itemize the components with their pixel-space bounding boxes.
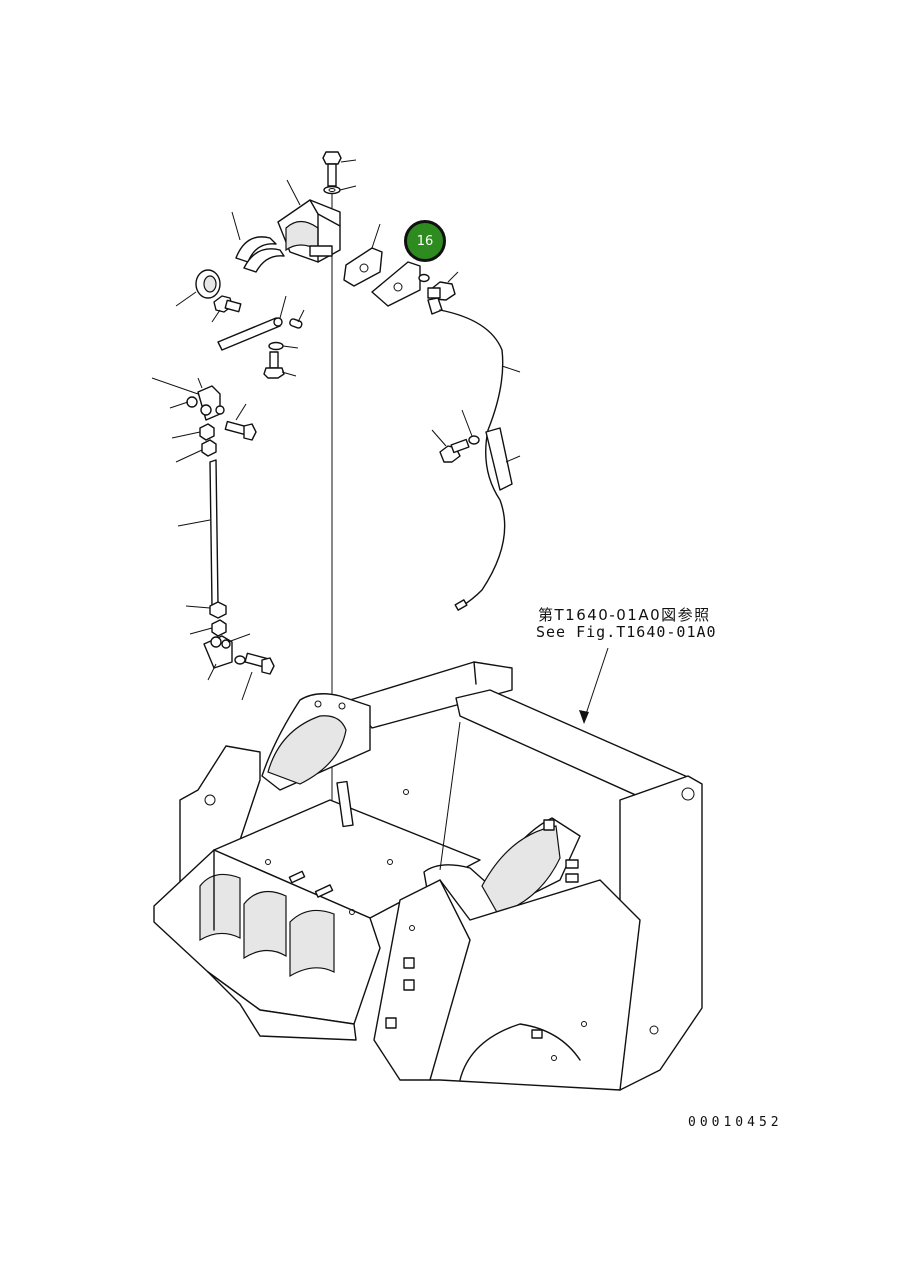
sensor-clip[interactable] (427, 297, 443, 315)
main-frame (153, 661, 703, 1091)
mounting-bolt-bottom[interactable] (234, 652, 275, 701)
sensor-mounting-plate[interactable] (371, 261, 430, 307)
mounting-bolt-middle[interactable] (263, 351, 297, 379)
reference-label-jp: 第T1640-01A0図参照 (538, 606, 711, 624)
mounting-bolt-upper[interactable] (211, 295, 242, 323)
bracket-nut-group-upper[interactable] (151, 377, 225, 421)
cable-route-line (439, 721, 461, 871)
cable-clamp-bolt[interactable] (431, 409, 480, 463)
lever-rod[interactable] (217, 295, 287, 351)
nut-pair-lower[interactable] (185, 601, 227, 637)
callout-label: 16 (416, 233, 434, 249)
bracket-nut-group-lower[interactable] (203, 633, 251, 681)
mounting-bolt-lower[interactable] (224, 403, 257, 441)
bearing-half-shell[interactable] (231, 211, 285, 273)
oil-seal[interactable] (175, 269, 221, 307)
part-callout-16[interactable]: 16 (404, 220, 446, 262)
top-bolt[interactable] (322, 151, 357, 187)
cable-cover[interactable] (485, 427, 521, 491)
sensor-harness-cable[interactable] (439, 309, 521, 611)
washer-middle[interactable] (268, 341, 299, 351)
reference-arrow (579, 647, 609, 724)
sensor-bolt[interactable] (427, 271, 459, 301)
nut-pair-upper[interactable] (171, 423, 217, 463)
pin[interactable] (289, 309, 305, 329)
drawing-number: 00010452 (688, 1115, 783, 1130)
gasket-plate[interactable] (343, 223, 383, 287)
reference-label-en: See Fig.T1640-01A0 (536, 623, 717, 641)
top-washer[interactable] (323, 185, 357, 195)
bearing-cap-housing[interactable] (277, 179, 341, 263)
control-rod[interactable] (177, 459, 219, 607)
